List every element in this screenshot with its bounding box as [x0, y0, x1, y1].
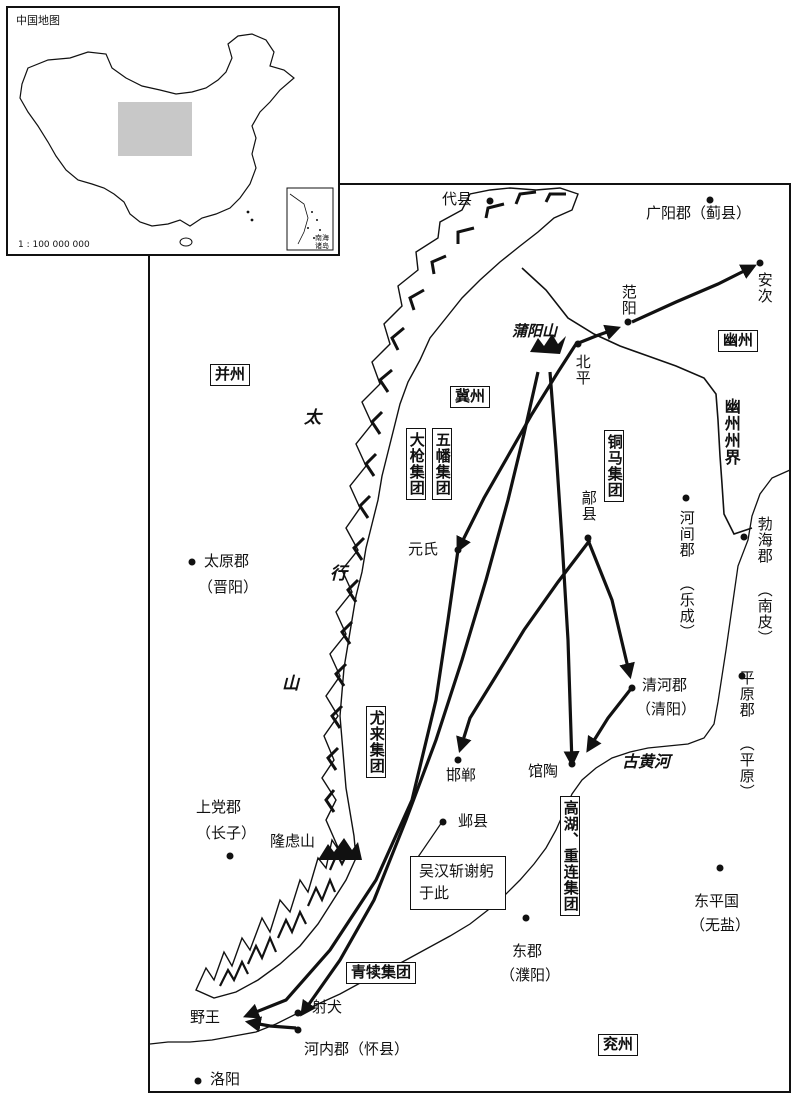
youzhou-boundary-line: [521, 267, 753, 535]
group-youlai: 尤来集团: [366, 706, 386, 778]
place-pingyuan: 平原郡: [737, 670, 756, 718]
china-outline: [19, 33, 334, 251]
place-fanyang: 范阳: [619, 284, 638, 316]
place-dongping: 东平国: [694, 892, 740, 910]
place-guangyang: 广阳郡（蓟县）: [646, 204, 752, 222]
inset-scale: 1 : 100 000 000: [18, 240, 90, 250]
place-pingyuan-seat: （平原）: [737, 736, 756, 800]
group-qingdu: 青犊集团: [346, 962, 417, 984]
south-sea-label: 南海诸岛: [315, 234, 329, 250]
place-hejian-seat: （乐成）: [677, 576, 696, 640]
place-qinghe: 清河郡: [642, 676, 688, 694]
taihang-label-1: 太: [304, 408, 321, 428]
region-yanzhou: 兖州: [598, 1034, 639, 1056]
place-yexian: 邺县: [458, 812, 489, 830]
inset-china-map: 中国地图 南海诸岛 1 : 100 000 000: [6, 6, 340, 256]
taihang-label-2: 行: [330, 564, 347, 584]
annotation-pointer: [415, 821, 443, 861]
region-jizhou: 冀州: [450, 386, 491, 408]
place-henei: 河内郡（怀县）: [304, 1040, 410, 1058]
place-taiyuan: 太原郡: [204, 552, 250, 570]
region-bingzhou: 并州: [210, 364, 251, 386]
annotation-note: 吴汉斩谢躬于此: [410, 856, 506, 910]
puyang-mountain-label: 蒲阳山: [512, 322, 558, 340]
place-guantao: 馆陶: [528, 762, 559, 780]
group-wufan: 五幡集团: [432, 428, 452, 500]
place-yewang: 野王: [190, 1008, 221, 1026]
youzhou-boundary-label: 幽州州界: [721, 398, 741, 466]
place-bohai-seat: （南皮）: [755, 582, 774, 646]
highlight-region: [118, 102, 192, 156]
group-gaohu: 高湖、重连集团: [560, 796, 580, 916]
place-luoyang: 洛阳: [210, 1070, 241, 1088]
group-daqiang: 大枪集团: [406, 428, 426, 500]
place-shangdang-seat: （长子）: [196, 824, 257, 842]
group-tongma: 铜马集团: [604, 430, 624, 502]
river-label: 古黄河: [622, 752, 671, 771]
movement-routes: [243, 264, 757, 1033]
place-dongping-seat: （无盐）: [690, 916, 751, 934]
inset-title: 中国地图: [16, 14, 60, 27]
place-beiping: 北平: [573, 354, 592, 386]
south-sea-box: [286, 187, 334, 251]
region-youzhou: 幽州: [718, 330, 759, 352]
taihang-label-3: 山: [282, 674, 299, 694]
place-hejian: 河间郡: [677, 510, 696, 558]
place-dongjun: 东郡: [512, 942, 543, 960]
place-sheqiu: 射犬: [312, 998, 343, 1016]
place-haoxian: 鄗县: [579, 490, 598, 522]
place-bohai: 勃海郡: [755, 516, 774, 564]
place-yuanshi: 元氏: [408, 540, 439, 558]
place-taiyuan-seat: （晋阳）: [198, 578, 259, 596]
puyang-mountain: [530, 334, 566, 354]
place-daixian: 代县: [442, 190, 473, 208]
place-anci: 安次: [755, 272, 774, 304]
longlu-mountain: [318, 838, 362, 860]
longlu-mountain-label: 隆虑山: [270, 832, 316, 850]
place-dongjun-seat: （濮阳）: [500, 966, 561, 984]
place-handan: 邯郸: [446, 766, 477, 784]
place-dots: [188, 196, 764, 1085]
place-shangdang: 上党郡: [196, 798, 242, 816]
place-qinghe-seat: （清阳）: [636, 700, 697, 718]
